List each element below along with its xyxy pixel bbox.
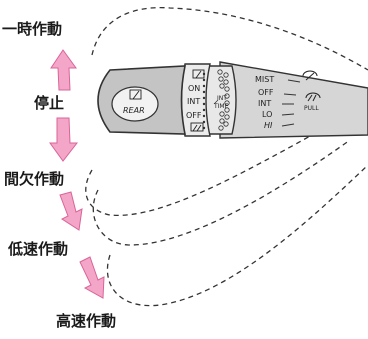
stalk-label-lo: LO: [262, 110, 272, 119]
lever-positions: [85, 6, 368, 307]
rear-washer-icon: [190, 122, 204, 132]
int-time-grip: [217, 69, 230, 131]
stalk-label-hi: HI: [264, 121, 273, 130]
stalk-label-off: OFF: [258, 88, 274, 97]
label-high: 高速作動: [56, 312, 117, 330]
label-stop: 停止: [34, 94, 65, 112]
int-time-label-2: TIME: [213, 103, 229, 110]
position-outline-intermittent: [85, 124, 331, 217]
position-outline-mist: [91, 6, 368, 71]
rear-label-on: ON: [188, 84, 200, 93]
stalk-label-mist: MIST: [255, 75, 274, 84]
front-wiper-icon: [302, 70, 318, 81]
arrow-up-to-mist: [50, 49, 77, 91]
position-outline-low: [92, 139, 351, 246]
rear-label-int: INT: [187, 97, 200, 106]
label-intermittent: 間欠作動: [4, 170, 65, 188]
rear-button-label: REAR: [123, 106, 145, 115]
position-outline-high: [106, 164, 368, 307]
front-washer-icon: [305, 92, 321, 102]
rear-label-off: OFF: [186, 111, 202, 120]
label-low: 低速作動: [8, 240, 69, 258]
mode-arrows: [49, 49, 105, 299]
rear-wiper-icon: [192, 69, 205, 79]
stalk-scale: [281, 79, 301, 127]
stalk-body: [219, 61, 368, 139]
rear-button-icon: [129, 89, 142, 100]
rear-button[interactable]: [111, 86, 159, 122]
arrow-down-to-intermittent: [49, 117, 79, 162]
arrow-to-high: [79, 256, 105, 299]
int-time-label-1: INT: [217, 95, 227, 102]
stalk-label-pull: PULL: [304, 105, 319, 112]
label-mist: 一時作動: [2, 20, 63, 38]
arrow-to-low: [59, 191, 83, 231]
stalk-label-int: INT: [258, 99, 271, 108]
